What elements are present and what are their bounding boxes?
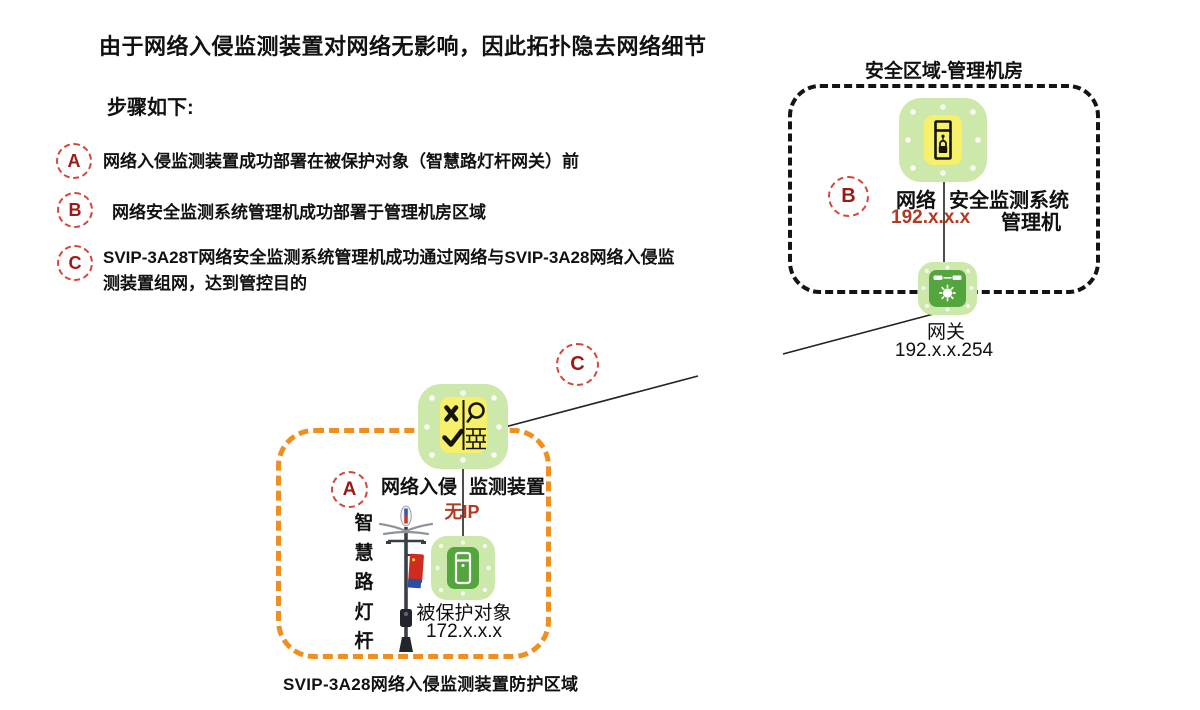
- street-lamp-label: 智慧路灯杆: [354, 513, 374, 652]
- device-label-left: 网络入侵: [380, 477, 457, 498]
- step-text-c: SVIP-3A28T网络安全监测系统管理机成功通过网络与SVIP-3A28网络入…: [103, 248, 675, 293]
- protection-zone-caption: SVIP-3A28网络入侵监测装置防护区域: [283, 675, 579, 694]
- protected-host-icon: [431, 536, 495, 600]
- device-label-right: 监测装置: [469, 477, 546, 498]
- step-text-a: 网络入侵监测装置成功部署在被保护对象（智慧路灯杆网关）前: [103, 152, 579, 171]
- step-badge-b: B: [57, 192, 93, 228]
- device-label: 网络入侵 监测装置: [348, 472, 578, 499]
- server-ip: 192.x.x.x: [891, 207, 971, 228]
- protected-object-ip: 172.x.x.x: [425, 621, 503, 642]
- server-label-left: 网络: [896, 190, 936, 212]
- server-role: 管理机: [1001, 212, 1061, 234]
- device-gateway-link-segment-1: [504, 375, 699, 428]
- step-text-b: 网络安全监测系统管理机成功部署于管理机房区域: [112, 203, 486, 222]
- secure-server-icon: [899, 98, 987, 182]
- server-label: 网络 安全监测系统: [896, 184, 1069, 213]
- router-gateway-icon: [918, 262, 977, 315]
- page-title: 由于网络入侵监测装置对网络无影响，因此拓扑隐去网络细节: [99, 34, 707, 59]
- smart-street-lamp-icon: [378, 505, 434, 652]
- intrusion-monitor-icon: [418, 384, 508, 469]
- protected-object-label: 被保护对象: [416, 603, 512, 624]
- security-zone-title: 安全区域-管理机房: [864, 61, 1024, 82]
- link-badge-c: C: [556, 343, 599, 386]
- protection-zone-boundary: [276, 428, 551, 659]
- steps-heading: 步骤如下:: [107, 97, 194, 119]
- device-ip: 无IP: [444, 502, 480, 522]
- gateway-ip: 192.x.x.254: [894, 340, 994, 361]
- zone-badge-a: A: [331, 471, 368, 508]
- step-badge-c: C: [57, 245, 93, 281]
- step-badge-a: A: [56, 143, 92, 179]
- zone-badge-b: B: [828, 176, 869, 217]
- gateway-label: 网关: [926, 322, 965, 343]
- server-label-right: 安全监测系统: [949, 190, 1069, 212]
